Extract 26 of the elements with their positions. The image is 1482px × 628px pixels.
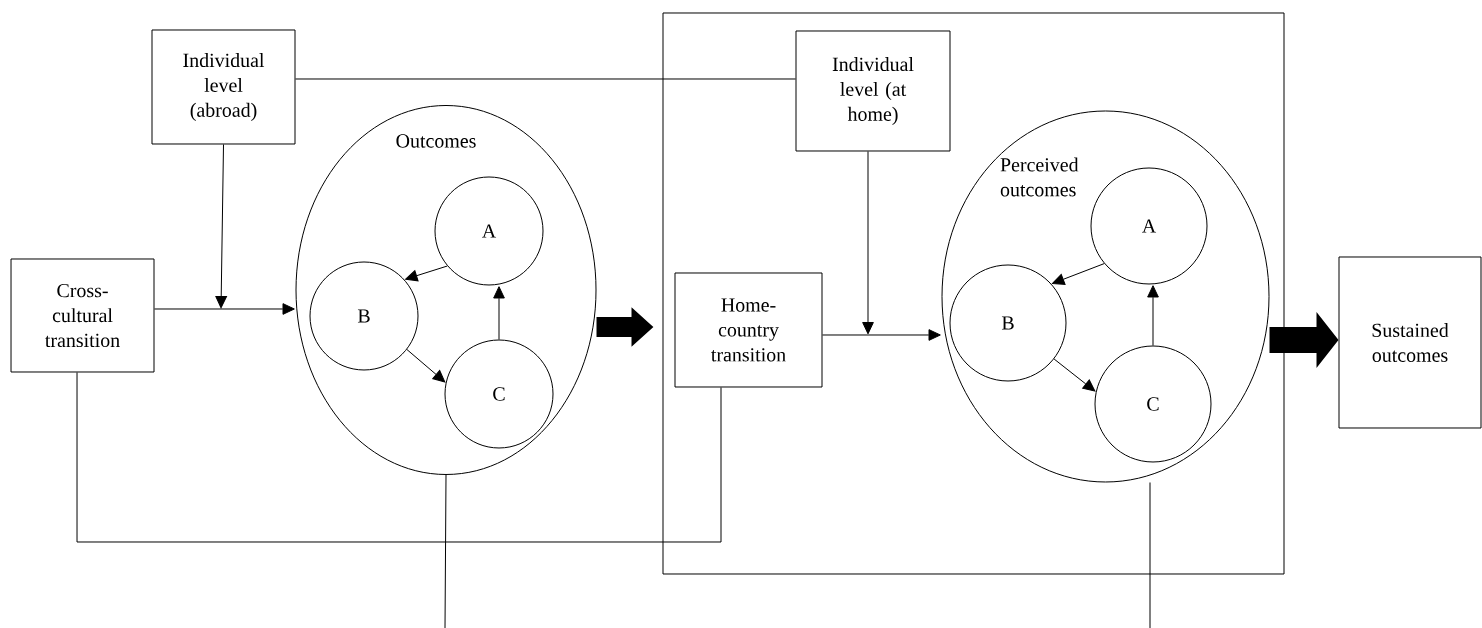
arrow xyxy=(493,286,505,340)
circle-node: A xyxy=(434,176,544,286)
arrow xyxy=(1053,358,1096,392)
text-box: Individual level (at home) xyxy=(795,30,951,152)
text-box: Sustained outcomes xyxy=(1338,256,1482,429)
connector-line xyxy=(76,372,722,543)
arrow xyxy=(862,151,874,335)
circle-node: C xyxy=(444,339,554,449)
circle-node: B xyxy=(309,261,419,371)
arrow xyxy=(406,349,446,383)
text-box: Cross-cultural transition xyxy=(10,258,155,373)
connector-line xyxy=(1149,482,1151,628)
arrow xyxy=(1052,263,1105,285)
arrow xyxy=(1147,285,1159,346)
arrow xyxy=(215,144,228,309)
arrow xyxy=(822,329,941,341)
connector-line xyxy=(444,474,447,628)
circle-node: B xyxy=(949,264,1067,382)
connector-line xyxy=(295,78,796,80)
text-box: Home-country transition xyxy=(674,272,823,388)
circle-node: A xyxy=(1090,167,1208,285)
frame-box xyxy=(662,12,1285,575)
arrow xyxy=(154,303,295,315)
circle-node: C xyxy=(1094,345,1212,463)
text-box: Individual level (abroad) xyxy=(151,29,296,145)
arrow xyxy=(405,265,448,282)
